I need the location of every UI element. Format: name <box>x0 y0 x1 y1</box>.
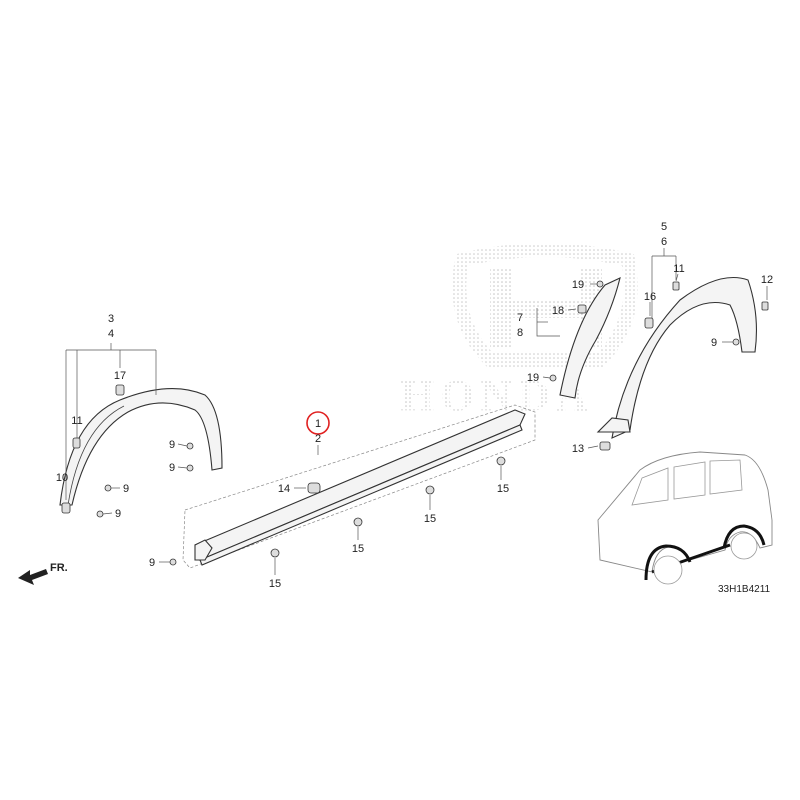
honda-wordmark: HONDA <box>400 371 594 420</box>
callout-3[interactable]: 3 <box>108 313 114 325</box>
callout-17[interactable]: 17 <box>114 370 126 382</box>
callout-7[interactable]: 7 <box>517 312 523 324</box>
callout-9-e[interactable]: 9 <box>149 557 155 569</box>
rear-fender-garnish <box>596 276 757 439</box>
callout-19-a[interactable]: 19 <box>572 279 584 291</box>
callout-16[interactable]: 16 <box>644 291 656 303</box>
fastener-clips <box>61 280 769 566</box>
callout-5[interactable]: 5 <box>661 221 667 233</box>
rear-quarter-trim <box>559 277 621 399</box>
callout-4[interactable]: 4 <box>108 328 114 340</box>
diagram-code: 33H1B4211 <box>718 584 771 595</box>
front-fender-garnish <box>59 388 223 506</box>
callout-18[interactable]: 18 <box>552 305 564 317</box>
callout-9-a[interactable]: 9 <box>169 439 175 451</box>
callout-12[interactable]: 12 <box>761 274 773 286</box>
callout-9-c[interactable]: 9 <box>123 483 129 495</box>
callout-14[interactable]: 14 <box>278 483 290 495</box>
callout-13[interactable]: 13 <box>572 443 584 455</box>
callout-8[interactable]: 8 <box>517 327 523 339</box>
callout-9-f[interactable]: 9 <box>711 337 717 349</box>
front-direction-arrow-icon <box>18 569 48 585</box>
callout-6[interactable]: 6 <box>661 236 667 248</box>
callout-15-a[interactable]: 15 <box>269 578 281 590</box>
callout-11-a[interactable]: 11 <box>71 415 82 427</box>
callout-1[interactable]: 1 <box>315 418 321 430</box>
highlight-ring <box>306 411 330 435</box>
callout-15-c[interactable]: 15 <box>424 513 436 525</box>
honda-logo-watermark: HONDA <box>400 243 638 420</box>
callout-15-b[interactable]: 15 <box>352 543 364 555</box>
callout-9-d[interactable]: 9 <box>115 508 121 520</box>
callout-15-d[interactable]: 15 <box>497 483 509 495</box>
vehicle-reference-illustration <box>597 451 773 585</box>
side-sill-garnish <box>194 409 526 566</box>
callout-11-b[interactable]: 11 <box>673 263 684 275</box>
callout-2[interactable]: 2 <box>315 433 321 445</box>
callout-9-b[interactable]: 9 <box>169 462 175 474</box>
callout-10[interactable]: 10 <box>56 472 68 484</box>
callout-19-b[interactable]: 19 <box>527 372 539 384</box>
direction-label: FR. <box>50 562 68 574</box>
